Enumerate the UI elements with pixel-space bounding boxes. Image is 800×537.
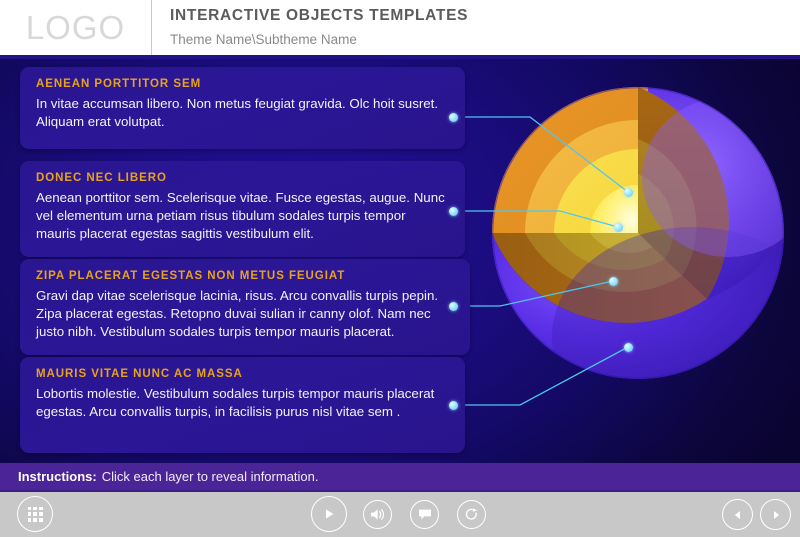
next-button[interactable] [760, 499, 791, 530]
breadcrumb: Theme Name\Subtheme Name [170, 32, 357, 47]
logo: LOGO [0, 0, 152, 55]
replay-button[interactable] [457, 500, 486, 529]
page-title: INTERACTIVE OBJECTS TEMPLATES [170, 7, 469, 24]
layered-sphere-diagram [492, 67, 784, 397]
info-panel-4-body: Lobortis molestie. Vestibulum sodales tu… [36, 386, 435, 419]
info-panel-2-body: Aenean porttitor sem. Scelerisque vitae.… [36, 190, 445, 241]
volume-icon [371, 509, 385, 520]
info-panel-1-title: AENEAN PORTTITOR SEM [36, 78, 202, 90]
previous-icon [734, 510, 740, 519]
caption-icon [418, 509, 431, 520]
instructions-bar: Instructions: Click each layer to reveal… [0, 463, 800, 490]
page-header: LOGO INTERACTIVE OBJECTS TEMPLATES Theme… [0, 0, 800, 55]
info-panel-4-title: MAURIS VITAE NUNC AC MASSA [36, 368, 243, 380]
panel-dot-4[interactable] [449, 401, 458, 410]
header-divider [0, 55, 800, 59]
next-icon [773, 510, 779, 519]
menu-button[interactable] [17, 496, 53, 532]
instructions-text: Click each layer to reveal information. [101, 469, 319, 484]
sphere-dot-layer-3[interactable] [609, 277, 618, 286]
info-panel-3-body: Gravi dap vitae scelerisque lacinia, ris… [36, 288, 439, 339]
grid-menu-icon [27, 506, 43, 522]
info-panel-4[interactable]: MAURIS VITAE NUNC AC MASSA Lobortis mole… [20, 357, 465, 453]
logo-text: LOGO [25, 8, 126, 46]
volume-button[interactable] [363, 500, 392, 529]
panel-dot-3[interactable] [449, 302, 458, 311]
panel-dot-1[interactable] [449, 113, 458, 122]
info-panel-2[interactable]: DONEC NEC LIBERO Aenean porttitor sem. S… [20, 161, 465, 257]
replay-icon [465, 507, 477, 520]
sphere-dot-layer-2[interactable] [614, 223, 623, 232]
play-icon [326, 509, 334, 519]
player-toolbar [0, 490, 800, 537]
sphere-dot-layer-1[interactable] [624, 188, 633, 197]
info-panel-2-title: DONEC NEC LIBERO [36, 172, 167, 184]
play-button[interactable] [311, 496, 347, 532]
sphere-dot-core[interactable] [624, 343, 633, 352]
instructions-label: Instructions: [18, 469, 97, 484]
caption-button[interactable] [410, 500, 439, 529]
info-panel-3-title: ZIPA PLACERAT EGESTAS NON METUS FEUGIAT [36, 270, 346, 282]
previous-button[interactable] [722, 499, 753, 530]
header-titles: INTERACTIVE OBJECTS TEMPLATES Theme Name… [170, 7, 468, 47]
content-area: AENEAN PORTTITOR SEM In vitae accumsan l… [0, 59, 800, 463]
info-panel-1[interactable]: AENEAN PORTTITOR SEM In vitae accumsan l… [20, 67, 465, 149]
info-panel-3[interactable]: ZIPA PLACERAT EGESTAS NON METUS FEUGIAT … [20, 259, 470, 355]
info-panel-1-body: In vitae accumsan libero. Non metus feug… [36, 96, 439, 129]
panel-dot-2[interactable] [449, 207, 458, 216]
